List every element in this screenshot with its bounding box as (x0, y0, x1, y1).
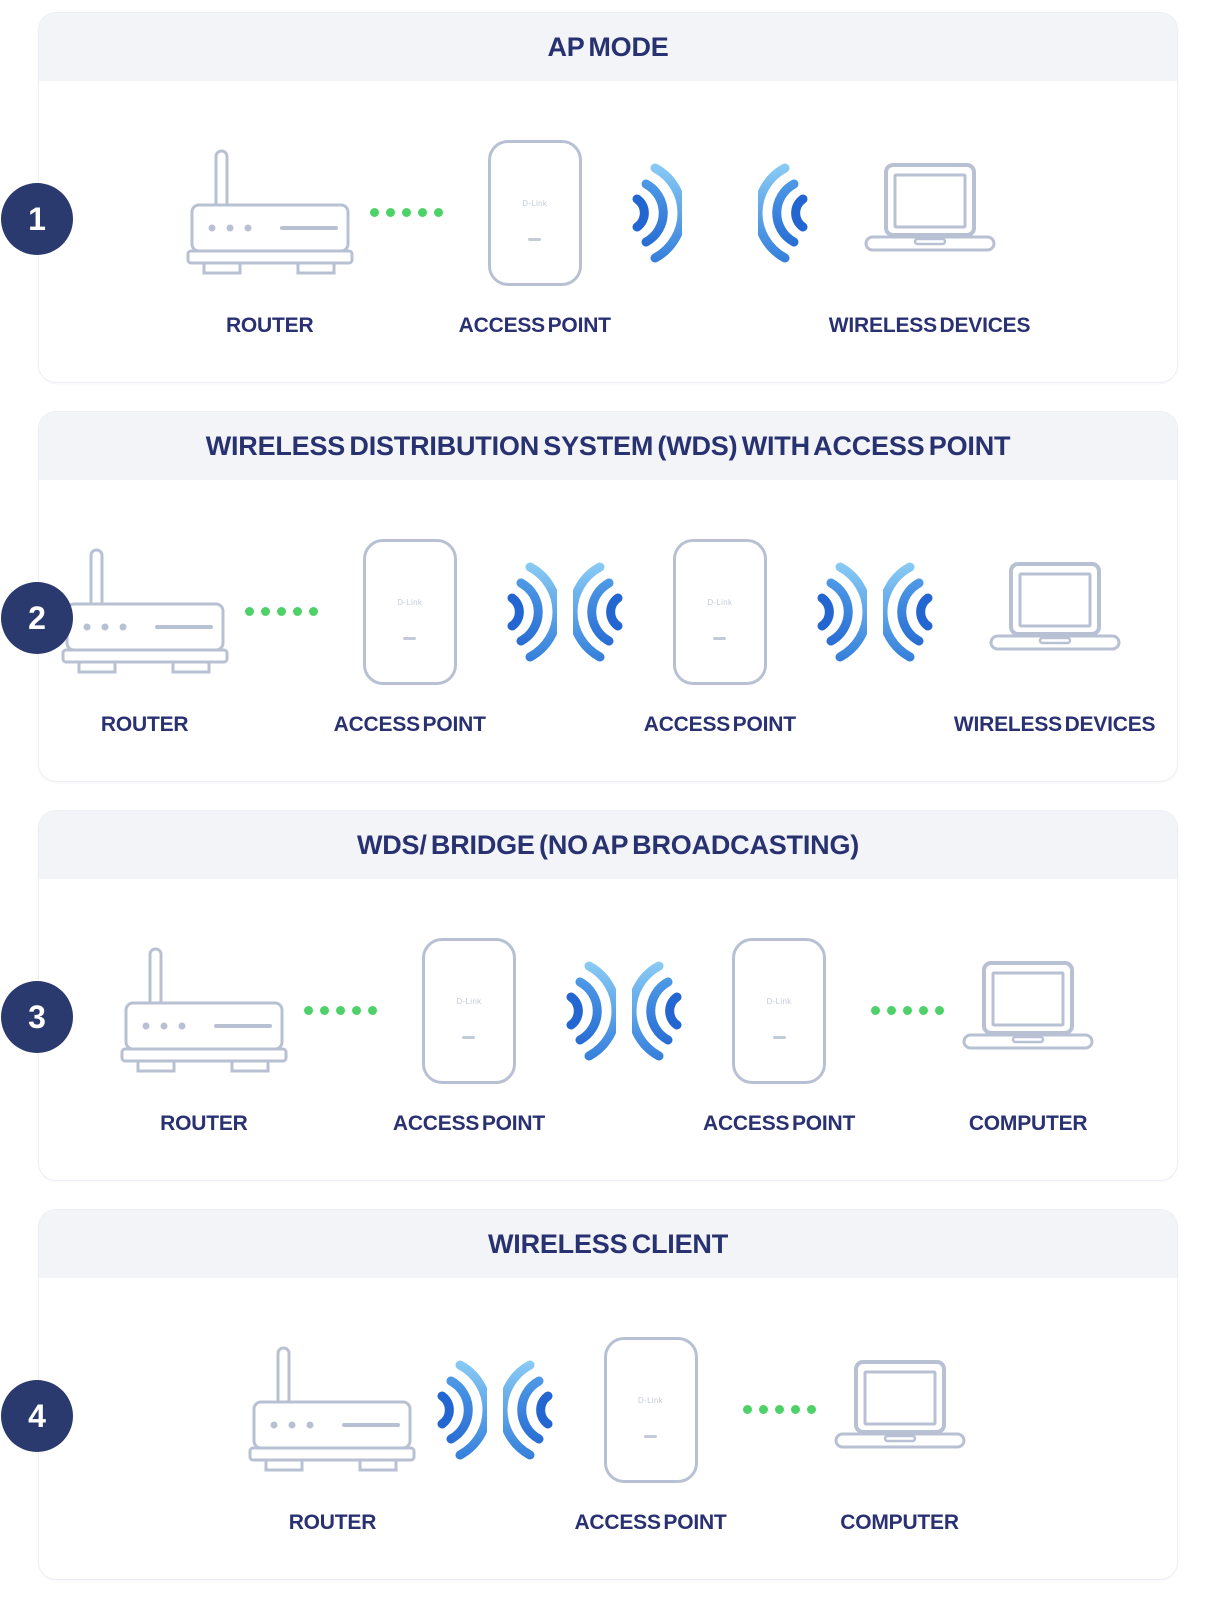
access-point-device: D-Link ACCESS POINT (459, 125, 611, 338)
panel: 4 WIRELESS CLIENT ROUTER (1, 1209, 1178, 1580)
laptop-icon (862, 125, 998, 300)
panel: 3 WDS/ BRIDGE (NO AP BROADCASTING) ROUTE… (1, 810, 1178, 1181)
router-device: ROUTER (186, 125, 354, 338)
step-badge: 2 (1, 582, 73, 654)
router-icon (248, 1322, 416, 1497)
panel-header: AP MODE (39, 13, 1177, 81)
ap-logo-text: D-Link (766, 996, 792, 1006)
laptop-device: COMPUTER (832, 1322, 968, 1535)
laptop-device: WIRELESS DEVICES (829, 125, 1031, 338)
green-dots-icon (742, 1405, 816, 1414)
wifi-waves-right-icon (561, 923, 616, 1098)
device-label: ACCESS POINT (574, 1511, 727, 1534)
ap-led-dash (644, 1434, 657, 1438)
laptop-icon (960, 923, 1096, 1098)
wired-connection (871, 923, 945, 1098)
access-point-icon: D-Link (362, 524, 457, 699)
ap-logo-text: D-Link (707, 597, 733, 607)
router-device: ROUTER (61, 524, 229, 737)
panel-header: WDS/ BRIDGE (NO AP BROADCASTING) (39, 811, 1177, 879)
device-label: WIRELESS DEVICES (828, 314, 1031, 337)
panel-title: WIRELESS CLIENT (487, 1228, 728, 1259)
access-point-device: D-Link ACCESS POINT (334, 524, 486, 737)
router-icon (186, 125, 354, 300)
green-dots-icon (369, 208, 443, 217)
router-device: ROUTER (120, 923, 288, 1136)
wifi-waves-right-icon (812, 524, 867, 699)
device-label: COMPUTER (968, 1112, 1088, 1135)
panel: 1 AP MODE ROUTER (1, 12, 1178, 383)
wifi-waves-right-icon (502, 524, 557, 699)
laptop-icon (987, 524, 1123, 699)
panel-title: WDS/ BRIDGE (NO AP BROADCASTING) (356, 829, 860, 860)
access-point-icon: D-Link (603, 1322, 698, 1497)
step-badge: 4 (1, 1380, 73, 1452)
wifi-waves-left-icon (632, 923, 687, 1098)
wired-connection (303, 923, 377, 1098)
access-point-icon: D-Link (732, 923, 827, 1098)
step-badge: 3 (1, 981, 73, 1053)
router-icon (61, 524, 229, 699)
panel: 2 WIRELESS DISTRIBUTION SYSTEM (WDS) WIT… (1, 411, 1178, 782)
device-label: ROUTER (100, 713, 189, 736)
panel-title: AP MODE (547, 31, 669, 62)
access-point-device: D-Link ACCESS POINT (574, 1322, 727, 1535)
green-dots-icon (244, 607, 318, 616)
device-label: ROUTER (288, 1511, 377, 1534)
step-badge: 1 (1, 183, 73, 255)
device-label: ROUTER (225, 314, 314, 337)
ap-led-dash (403, 636, 417, 640)
access-point-device: D-Link ACCESS POINT (703, 923, 855, 1136)
gap-spacer (698, 125, 742, 300)
access-point-device: D-Link ACCESS POINT (644, 524, 796, 737)
panel-row: ROUTER D-Link ACCESS POINT (39, 1278, 1177, 1535)
device-label: ROUTER (160, 1112, 248, 1135)
wifi-waves-left-icon (503, 1322, 558, 1497)
router-icon (120, 923, 288, 1098)
device-label: ACCESS POINT (458, 314, 611, 337)
laptop-device: COMPUTER (960, 923, 1096, 1136)
device-label: ACCESS POINT (703, 1112, 856, 1135)
device-label: WIRELESS DEVICES (953, 713, 1156, 736)
access-point-icon: D-Link (672, 524, 767, 699)
panel-row: ROUTER D-Link ACCESS POINT (39, 480, 1177, 737)
panel-header: WIRELESS CLIENT (39, 1210, 1177, 1278)
ap-led-dash (528, 237, 542, 241)
ap-led-dash (772, 1035, 786, 1039)
panel-row: ROUTER D-Link ACCESS POINT (39, 81, 1177, 338)
panel-header: WIRELESS DISTRIBUTION SYSTEM (WDS) WITH … (39, 412, 1177, 480)
ap-led-dash (462, 1035, 476, 1039)
device-label: COMPUTER (840, 1511, 959, 1534)
access-point-device: D-Link ACCESS POINT (393, 923, 545, 1136)
access-point-icon: D-Link (421, 923, 516, 1098)
laptop-device: WIRELESS DEVICES (954, 524, 1156, 737)
panel-title: WIRELESS DISTRIBUTION SYSTEM (WDS) WITH … (205, 430, 1011, 461)
panel-row: ROUTER D-Link ACCESS POINT (39, 879, 1177, 1136)
green-dots-icon (303, 1006, 377, 1015)
ap-logo-text: D-Link (397, 597, 423, 607)
device-label: ACCESS POINT (392, 1112, 545, 1135)
green-dots-icon (871, 1006, 945, 1015)
wired-connection (244, 524, 318, 699)
ap-logo-text: D-Link (638, 1395, 663, 1405)
ap-logo-text: D-Link (456, 996, 482, 1006)
wifi-waves-left-icon (572, 524, 628, 699)
wifi-waves-left-icon (757, 125, 813, 300)
wifi-waves-right-icon (432, 1322, 488, 1497)
ap-led-dash (713, 636, 727, 640)
wired-connection (369, 125, 443, 300)
wired-connection (742, 1322, 816, 1497)
device-label: ACCESS POINT (643, 713, 796, 736)
wifi-waves-left-icon (882, 524, 938, 699)
ap-logo-text: D-Link (522, 198, 548, 208)
access-point-icon: D-Link (487, 125, 582, 300)
laptop-icon (832, 1322, 968, 1497)
device-label: ACCESS POINT (333, 713, 486, 736)
router-device: ROUTER (248, 1322, 416, 1535)
wifi-waves-right-icon (627, 125, 682, 300)
